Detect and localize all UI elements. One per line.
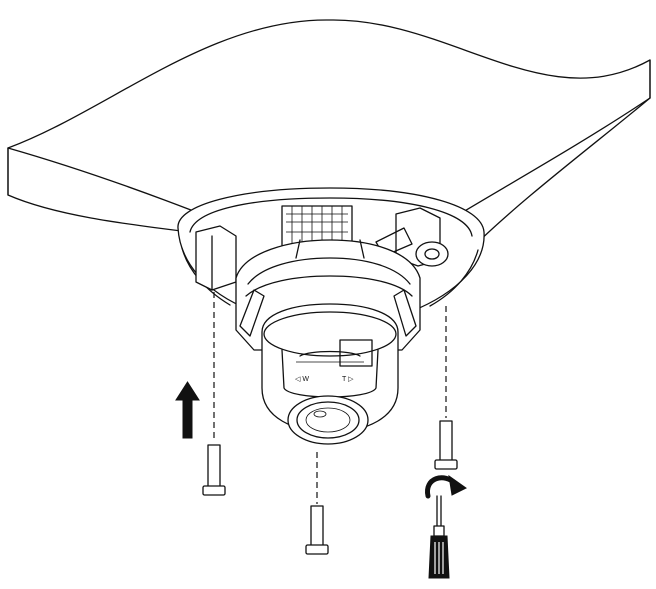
clockwise-rotate-icon bbox=[425, 474, 467, 499]
camera-module: ◁ W T ▷ bbox=[261, 303, 399, 433]
screwdriver-icon bbox=[428, 495, 450, 579]
terminal-block bbox=[281, 205, 353, 247]
screw-middle bbox=[305, 505, 329, 555]
lens-tele-label: T ▷ bbox=[342, 376, 354, 383]
lens-wide-label: ◁ W bbox=[295, 376, 309, 383]
right-screw-hole bbox=[415, 241, 449, 267]
screw-left bbox=[202, 444, 226, 496]
up-arrow-icon bbox=[175, 381, 200, 439]
screw-alignment-guides bbox=[213, 292, 447, 504]
camera-lens bbox=[287, 395, 369, 445]
left-mount-post bbox=[195, 225, 237, 291]
screw-right bbox=[434, 420, 458, 470]
